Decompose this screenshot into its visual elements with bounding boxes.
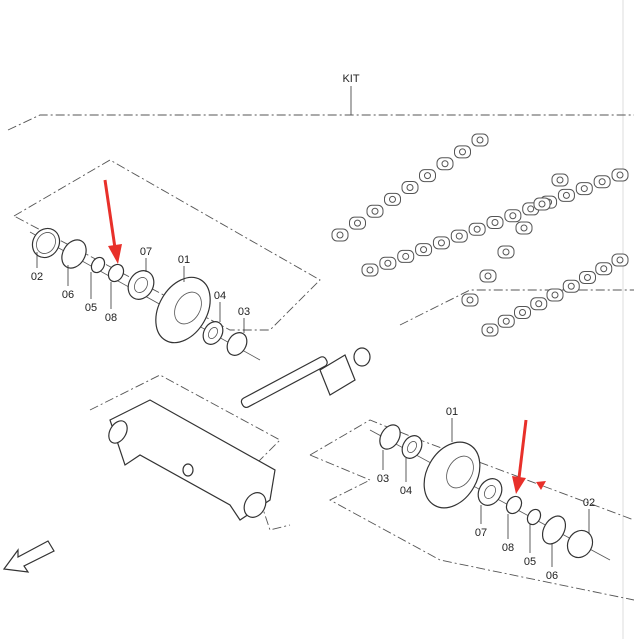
chain-pin [476,136,484,144]
bearing-07-right [477,478,503,506]
washer-05-right [526,508,542,526]
chain-pin [580,185,588,193]
right-group-boundary [309,419,634,521]
red-arrow-right [517,419,528,479]
chain-pin [366,266,374,274]
part-label: 05 [85,302,97,314]
chain-pin [600,265,608,273]
right-group-boundary-lower [309,454,634,601]
chain-pin [484,272,492,280]
chain-pin [616,171,624,179]
left-group-boundary [13,159,321,331]
right-labels: 01 03 04 07 08 05 06 02 [377,406,595,582]
chain-pin [389,195,396,203]
chain-pin [584,274,591,281]
left-hub [108,420,128,444]
part-label: 05 [524,556,536,568]
frame-arm [109,399,276,521]
left-parts [31,227,248,356]
part-label: 01 [178,254,190,266]
nut [353,347,371,367]
chain-pin [520,224,528,232]
part-label: 03 [377,473,389,485]
chain-pin [384,259,392,267]
chain-pin [567,282,575,290]
chain-pin [441,160,449,168]
part-label: 01 [446,406,458,418]
track-chain [331,133,629,337]
red-arrowhead-right [512,476,526,494]
chain-pin [466,296,474,304]
red-arrowhead-left [108,244,122,264]
mount-bracket [319,354,356,396]
part-label: 02 [31,271,43,283]
chain-pin [519,309,526,316]
right-hub [243,492,267,518]
chain-pin [437,239,445,247]
part-label: 06 [546,570,558,582]
chain-boundary [399,289,634,326]
chain-pin [406,184,414,191]
washer-05 [90,256,106,274]
chain-pin [527,205,535,213]
chain-pin [336,231,344,239]
part-label: 04 [400,485,412,497]
left-labels: 02 06 05 08 07 01 04 03 [31,246,250,333]
red-small-arrow [536,481,546,490]
part-label: 08 [502,542,514,554]
circlip-06-right [541,515,567,545]
cover-cap-02-right [566,529,594,559]
chain-pin [616,256,624,264]
ring-08-right [505,495,523,515]
roller-01-right [423,441,481,509]
front-direction-arrow-icon [2,540,55,573]
chain-pin [424,172,431,180]
cover-cap-02 [31,227,61,259]
bearing-07 [127,270,155,300]
ring-03 [226,332,248,356]
chain-pin [491,219,499,226]
frame-and-shaft [108,347,371,521]
chain-pin [455,232,463,240]
ring-03-right [379,424,401,450]
red-arrow-left [103,179,117,249]
chain-pin [502,317,510,325]
frame-hole [182,463,194,477]
chain-pin [562,191,570,199]
right-parts [379,424,594,559]
kit-label: KIT [342,73,359,85]
frame-boundary [89,374,291,531]
chain-pin [502,248,510,256]
part-label: 02 [583,497,595,509]
highlight-arrows [103,179,546,494]
part-label: 04 [214,290,226,302]
threaded-shaft [240,356,328,409]
chain-pin [551,291,559,299]
chain-pin [473,225,481,233]
chain-pin [420,246,428,254]
washer-04 [202,321,224,345]
washer-04-right [401,435,423,459]
chain-pin [535,300,543,308]
chain-pin [538,200,546,208]
chain-pin [354,219,361,227]
chain-pin [486,326,494,334]
chain-pin [371,207,379,215]
kit-boundary [7,114,634,131]
ring-08 [107,263,125,283]
part-label: 07 [475,527,487,539]
chain-pin [556,176,564,184]
chain-pin [598,178,606,186]
part-label: 08 [105,312,117,324]
chain-pin [509,212,517,220]
chain-pin [459,148,466,156]
part-label: 06 [62,289,74,301]
chain-pin [402,252,410,260]
part-label: 07 [140,246,152,258]
part-label: 03 [238,306,250,318]
circlip-06 [61,239,87,269]
